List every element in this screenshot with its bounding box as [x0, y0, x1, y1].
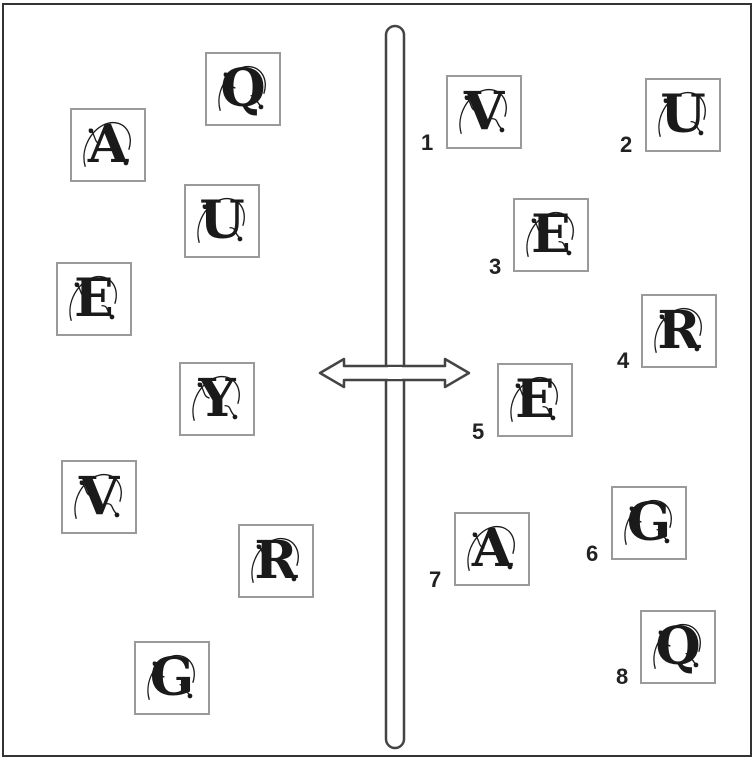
decorative-letter: U [199, 195, 244, 247]
tile-number-label: 7 [429, 567, 441, 593]
left-tile-4: E [56, 262, 132, 336]
right-tile-1: V [446, 75, 522, 149]
left-tile-8: G [134, 641, 210, 715]
decorative-letter: A [472, 523, 512, 575]
decorative-letter: U [660, 89, 705, 141]
tile-number-label: 8 [616, 664, 628, 690]
left-tile-7: R [238, 524, 314, 598]
decorative-letter: Q [220, 63, 265, 115]
decorative-letter: Q [655, 621, 700, 673]
tile-number-label: 4 [617, 348, 629, 374]
left-tile-3: U [184, 184, 260, 258]
decorative-letter: E [531, 209, 571, 261]
tile-number-label: 3 [489, 254, 501, 280]
decorative-letter: E [515, 374, 555, 426]
decorative-letter: E [74, 273, 114, 325]
decorative-letter: V [464, 86, 504, 138]
right-tile-7: A [454, 512, 530, 586]
right-tile-5: E [497, 363, 573, 437]
decorative-letter: V [79, 471, 119, 523]
left-tile-5: Y [179, 362, 255, 436]
arrow-divider-overlap [388, 367, 402, 379]
tile-number-label: 2 [620, 132, 632, 158]
right-tile-6: G [611, 486, 687, 560]
tile-number-label: 6 [586, 541, 598, 567]
right-tile-2: U [645, 78, 721, 152]
right-tile-3: E [513, 198, 589, 272]
decorative-letter: R [254, 535, 297, 587]
decorative-letter: A [88, 119, 128, 171]
left-tile-6: V [61, 460, 137, 534]
left-tile-1: Q [205, 52, 281, 126]
right-tile-8: Q [640, 610, 716, 684]
tile-number-label: 5 [472, 419, 484, 445]
right-tile-4: R [641, 294, 717, 368]
decorative-letter: G [150, 652, 194, 704]
vertical-divider [386, 26, 404, 748]
left-tile-2: A [70, 108, 146, 182]
decorative-letter: Y [198, 373, 235, 425]
tile-number-label: 1 [421, 130, 433, 156]
decorative-letter: R [657, 305, 700, 357]
decorative-letter: G [627, 497, 671, 549]
